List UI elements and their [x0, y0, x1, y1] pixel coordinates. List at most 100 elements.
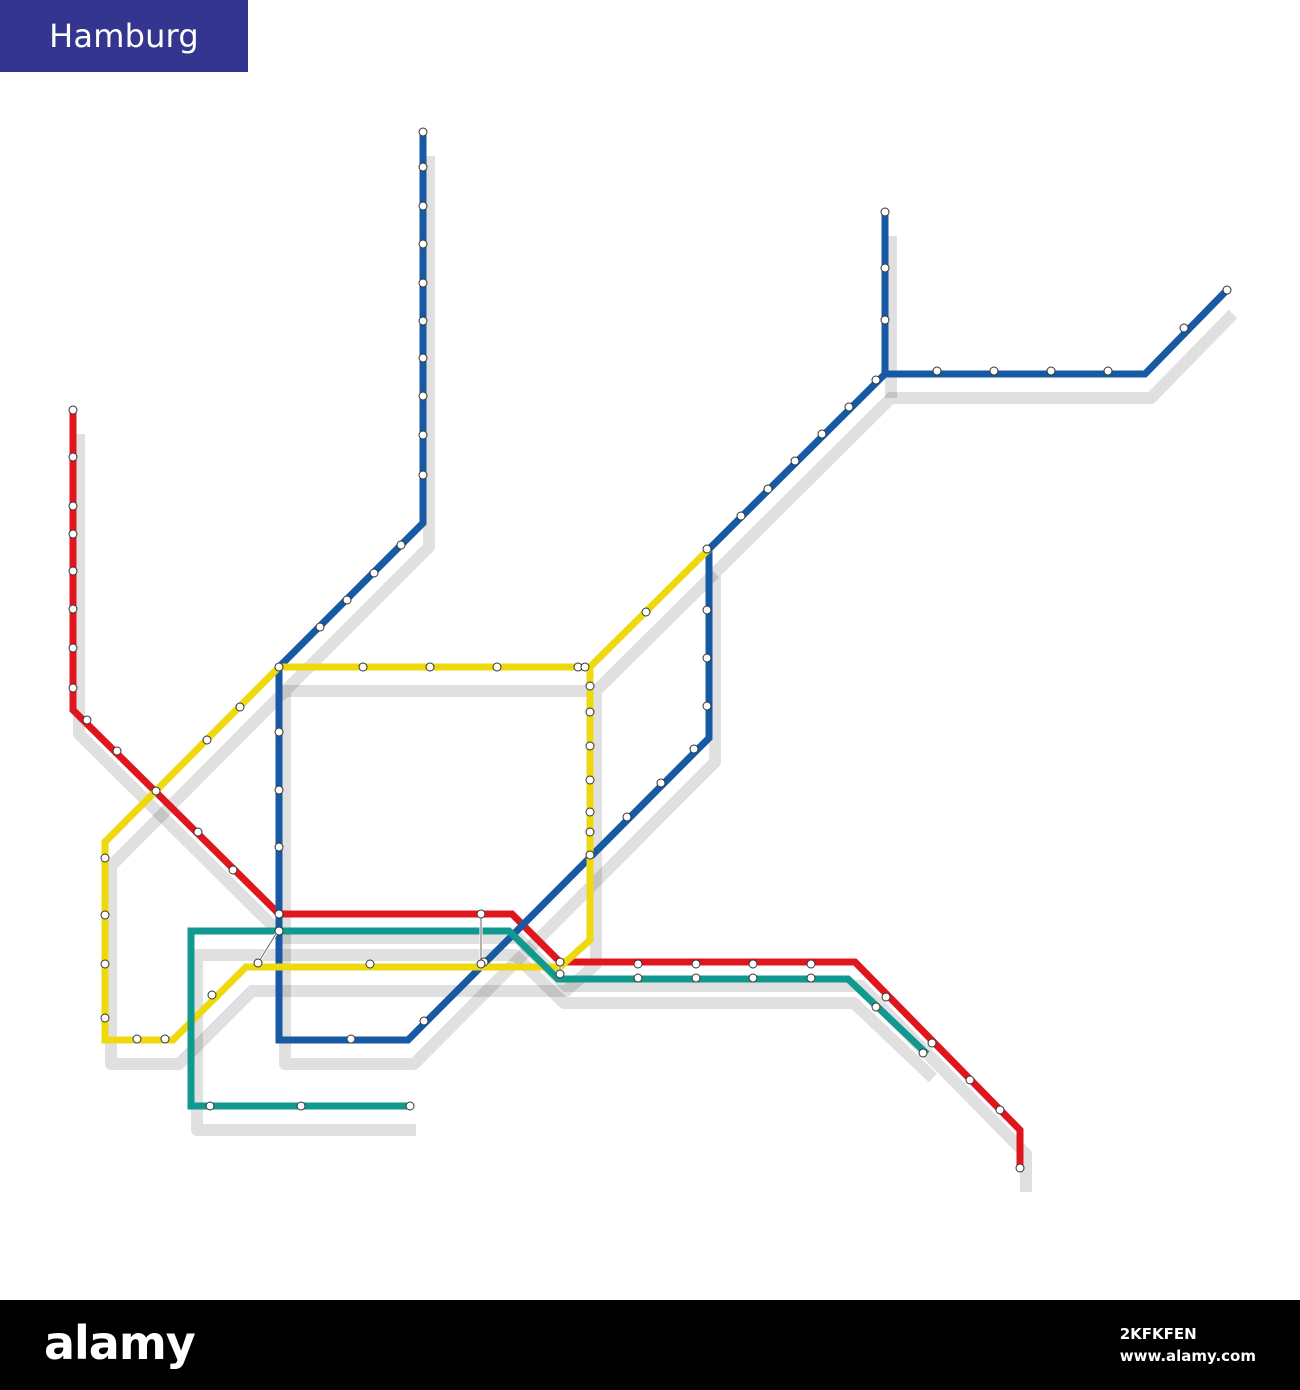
station-marker	[880, 263, 890, 273]
station-marker	[315, 622, 325, 632]
station-marker	[68, 452, 78, 462]
station-marker	[585, 681, 595, 691]
station-marker	[702, 653, 712, 663]
station-marker	[790, 456, 800, 466]
station-marker	[817, 429, 827, 439]
station-marker	[585, 807, 595, 817]
station-marker	[871, 1002, 881, 1012]
station-marker	[691, 959, 701, 969]
station-marker	[622, 812, 632, 822]
station-marker	[1046, 366, 1056, 376]
station-marker	[748, 959, 758, 969]
station-marker	[274, 785, 284, 795]
station-marker	[641, 607, 651, 617]
station-marker	[68, 501, 78, 511]
station-marker	[396, 540, 406, 550]
station-marker	[633, 973, 643, 983]
station-marker	[274, 727, 284, 737]
station-marker	[193, 827, 203, 837]
line-teal-1-shadow	[191, 949, 938, 1136]
station-marker	[844, 402, 854, 412]
station-marker	[418, 127, 428, 137]
station-marker	[274, 926, 284, 936]
stations	[68, 127, 1232, 1173]
station-marker	[806, 959, 816, 969]
station-marker	[927, 1038, 937, 1048]
station-marker	[476, 909, 486, 919]
station-marker	[425, 662, 435, 672]
station-marker	[342, 595, 352, 605]
station-marker	[418, 162, 428, 172]
station-marker	[418, 470, 428, 480]
station-marker	[585, 775, 595, 785]
map-title: Hamburg	[49, 17, 199, 55]
station-marker	[585, 741, 595, 751]
station-marker	[151, 786, 161, 796]
station-marker	[585, 707, 595, 717]
metro-map	[68, 127, 1238, 1192]
station-marker	[418, 316, 428, 326]
station-marker	[965, 1075, 975, 1085]
station-marker	[476, 959, 486, 969]
station-marker	[253, 958, 263, 968]
transfer-connectors	[256, 914, 562, 976]
station-marker	[918, 1048, 928, 1058]
station-marker	[68, 405, 78, 415]
station-marker	[274, 909, 284, 919]
station-marker	[585, 827, 595, 837]
station-marker	[418, 201, 428, 211]
transfer-connector-outline	[257, 928, 280, 964]
station-marker	[1179, 323, 1189, 333]
station-marker	[989, 366, 999, 376]
station-marker	[806, 973, 816, 983]
station-marker	[100, 1013, 110, 1023]
station-marker	[880, 207, 890, 217]
line-teal-1	[187, 927, 930, 1110]
station-marker	[112, 746, 122, 756]
station-marker	[235, 702, 245, 712]
line-red-1-shadow	[73, 434, 1032, 1192]
station-marker	[296, 1101, 306, 1111]
station-marker	[132, 1034, 142, 1044]
station-marker	[880, 315, 890, 325]
station-marker	[274, 842, 284, 852]
station-marker	[418, 430, 428, 440]
station-marker	[228, 865, 238, 875]
station-marker	[418, 353, 428, 363]
station-marker	[205, 1101, 215, 1111]
station-marker	[492, 662, 502, 672]
watermark-domain: www.alamy.com	[1119, 1347, 1256, 1365]
station-marker	[419, 1016, 429, 1026]
station-marker	[1222, 285, 1232, 295]
station-marker	[702, 544, 712, 554]
station-marker	[1015, 1163, 1025, 1173]
title-banner: Hamburg	[0, 0, 248, 72]
station-marker	[881, 992, 891, 1002]
station-marker	[100, 910, 110, 920]
station-marker	[365, 959, 375, 969]
station-marker	[160, 1034, 170, 1044]
station-marker	[207, 990, 217, 1000]
station-marker	[748, 973, 758, 983]
station-marker	[202, 735, 212, 745]
alamy-logo: alamy	[44, 1316, 196, 1370]
station-marker	[358, 662, 368, 672]
station-marker	[100, 853, 110, 863]
station-marker	[932, 366, 942, 376]
station-marker	[1103, 366, 1113, 376]
station-marker	[405, 1101, 415, 1111]
station-marker	[68, 529, 78, 539]
station-marker	[585, 850, 595, 860]
station-marker	[68, 643, 78, 653]
image-id: 2KFKFEN	[1119, 1325, 1197, 1343]
station-marker	[555, 957, 565, 967]
station-marker	[346, 1034, 356, 1044]
station-marker	[82, 715, 92, 725]
station-marker	[580, 662, 590, 672]
station-marker	[555, 969, 565, 979]
station-marker	[68, 683, 78, 693]
station-marker	[995, 1105, 1005, 1115]
metro-lines	[69, 132, 1230, 1168]
station-marker	[689, 744, 699, 754]
station-marker	[418, 391, 428, 401]
